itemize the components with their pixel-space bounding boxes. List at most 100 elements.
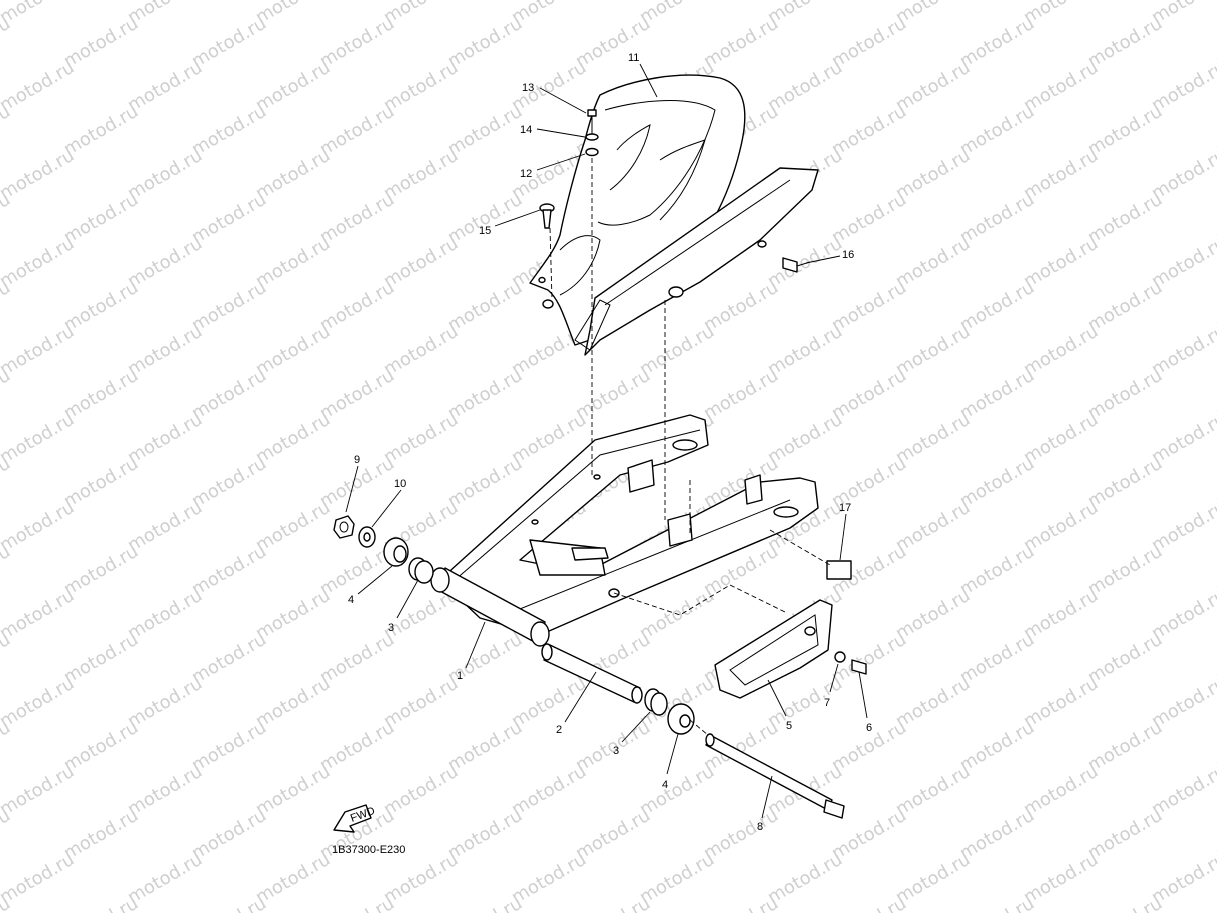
watermark-text: motod.ru bbox=[380, 145, 462, 204]
watermark-text: motod.ru bbox=[892, 497, 974, 556]
callout-8: 8 bbox=[757, 821, 763, 833]
watermark-text: motod.ru bbox=[380, 409, 462, 468]
watermark-text: motod.ru bbox=[956, 453, 1038, 512]
callout-6: 6 bbox=[866, 722, 872, 734]
watermark-text: motod.ru bbox=[188, 717, 270, 776]
watermark-text: motod.ru bbox=[700, 13, 782, 72]
watermark-text: motod.ru bbox=[380, 761, 462, 820]
watermark-text: motod.ru bbox=[508, 673, 590, 732]
watermark-text: motod.ru bbox=[0, 57, 78, 116]
watermark-text: motod.ru bbox=[316, 277, 398, 336]
watermark-text: motod.ru bbox=[956, 101, 1038, 160]
chain-seal-5 bbox=[714, 599, 833, 699]
callout-7: 7 bbox=[824, 697, 830, 709]
watermark-text: motod.ru bbox=[764, 849, 846, 908]
watermark-text: motod.ru bbox=[188, 13, 270, 72]
fender-bolt-13 bbox=[587, 109, 597, 134]
watermark-text: motod.ru bbox=[124, 233, 206, 292]
watermark-text: motod.ru bbox=[316, 717, 398, 776]
watermark-text: motod.ru bbox=[1084, 893, 1166, 913]
watermark-text: motod.ru bbox=[124, 761, 206, 820]
watermark-text: motod.ru bbox=[60, 717, 142, 776]
watermark-text: motod.ru bbox=[956, 365, 1038, 424]
watermark-text: motod.ru bbox=[892, 145, 974, 204]
watermark-text: motod.ru bbox=[1084, 365, 1166, 424]
watermark-text: motod.ru bbox=[60, 189, 142, 248]
watermark-text: motod.ru bbox=[892, 585, 974, 644]
washer-10-hole bbox=[363, 532, 371, 542]
watermark-text: motod.ru bbox=[1020, 849, 1102, 908]
bolt-16 bbox=[782, 257, 811, 273]
watermark-text: motod.ru bbox=[444, 189, 526, 248]
watermark-text: motod.ru bbox=[764, 409, 846, 468]
callout-4-right: 4 bbox=[662, 779, 668, 791]
watermark-text: motod.ru bbox=[956, 629, 1038, 688]
callout-2: 2 bbox=[556, 724, 562, 736]
watermark-text: motod.ru bbox=[1084, 717, 1166, 776]
watermark-text: motod.ru bbox=[956, 13, 1038, 72]
watermark-text: motod.ru bbox=[828, 189, 910, 248]
watermark-text: motod.ru bbox=[956, 893, 1038, 913]
watermark-text: motod.ru bbox=[956, 717, 1038, 776]
watermark-text: motod.ru bbox=[636, 761, 718, 820]
watermark-text: motod.ru bbox=[316, 13, 398, 72]
watermark-text: motod.ru bbox=[444, 101, 526, 160]
watermark-text: motod.ru bbox=[380, 57, 462, 116]
watermark-text: motod.ru bbox=[0, 233, 78, 292]
oil-seal-4-right bbox=[667, 703, 695, 735]
watermark-text: motod.ru bbox=[1020, 57, 1102, 116]
watermark-text: motod.ru bbox=[700, 805, 782, 864]
watermark-text: motod.ru bbox=[892, 233, 974, 292]
watermark-text: motod.ru bbox=[444, 893, 526, 913]
watermark-text: motod.ru bbox=[764, 233, 846, 292]
watermark-text: motod.ru bbox=[188, 101, 270, 160]
watermark-text: motod.ru bbox=[252, 761, 334, 820]
watermark-text: motod.ru bbox=[636, 585, 718, 644]
watermark-text: motod.ru bbox=[828, 101, 910, 160]
watermark-text: motod.ru bbox=[572, 893, 654, 913]
watermark-text: motod.ru bbox=[636, 321, 718, 380]
watermark-text: motod.ru bbox=[828, 277, 910, 336]
washer-7 bbox=[834, 651, 846, 663]
watermark-text: motod.ru bbox=[1084, 453, 1166, 512]
watermark-text: motod.ru bbox=[188, 365, 270, 424]
watermark-text: motod.ru bbox=[508, 57, 590, 116]
watermark-text: motod.ru bbox=[124, 497, 206, 556]
watermark-text: motod.ru bbox=[252, 497, 334, 556]
callout-3-left: 3 bbox=[388, 622, 394, 634]
watermark-text: motod.ru bbox=[1084, 13, 1166, 72]
watermark-text: motod.ru bbox=[444, 717, 526, 776]
watermark-text: motod.ru bbox=[700, 365, 782, 424]
watermark-text: motod.ru bbox=[380, 321, 462, 380]
callout-layer: 1 2 3 3 4 4 5 6 7 8 9 10 11 bbox=[345, 52, 872, 833]
callout-13: 13 bbox=[522, 82, 534, 94]
watermark-text: motod.ru bbox=[124, 409, 206, 468]
watermark-text: motod.ru bbox=[892, 761, 974, 820]
watermark-text: motod.ru bbox=[316, 893, 398, 913]
watermark-text: motod.ru bbox=[764, 673, 846, 732]
watermark-text: motod.ru bbox=[1084, 277, 1166, 336]
rivet-15 bbox=[539, 203, 555, 229]
watermark-text: motod.ru bbox=[1020, 321, 1102, 380]
watermark-text: motod.ru bbox=[188, 189, 270, 248]
watermark-text: motod.ru bbox=[828, 365, 910, 424]
callout-15: 15 bbox=[479, 225, 491, 237]
collar-2 bbox=[541, 643, 643, 704]
watermark-text: motod.ru bbox=[188, 893, 270, 913]
watermark-text: motod.ru bbox=[636, 849, 718, 908]
watermark-text: motod.ru bbox=[188, 805, 270, 864]
watermark-text: motod.ru bbox=[252, 849, 334, 908]
watermark-text: motod.ru bbox=[764, 57, 846, 116]
watermark-text: motod.ru bbox=[444, 453, 526, 512]
callout-16: 16 bbox=[842, 249, 854, 261]
watermark-text: motod.ru bbox=[956, 277, 1038, 336]
watermark-text: motod.ru bbox=[508, 761, 590, 820]
watermark-text: motod.ru bbox=[1020, 673, 1102, 732]
watermark-text: motod.ru bbox=[188, 629, 270, 688]
watermark-text: motod.ru bbox=[892, 849, 974, 908]
watermark-text: motod.ru bbox=[572, 13, 654, 72]
watermark-text: motod.ru bbox=[252, 145, 334, 204]
watermark-text: motod.ru bbox=[316, 629, 398, 688]
watermark-text: motod.ru bbox=[0, 0, 78, 28]
